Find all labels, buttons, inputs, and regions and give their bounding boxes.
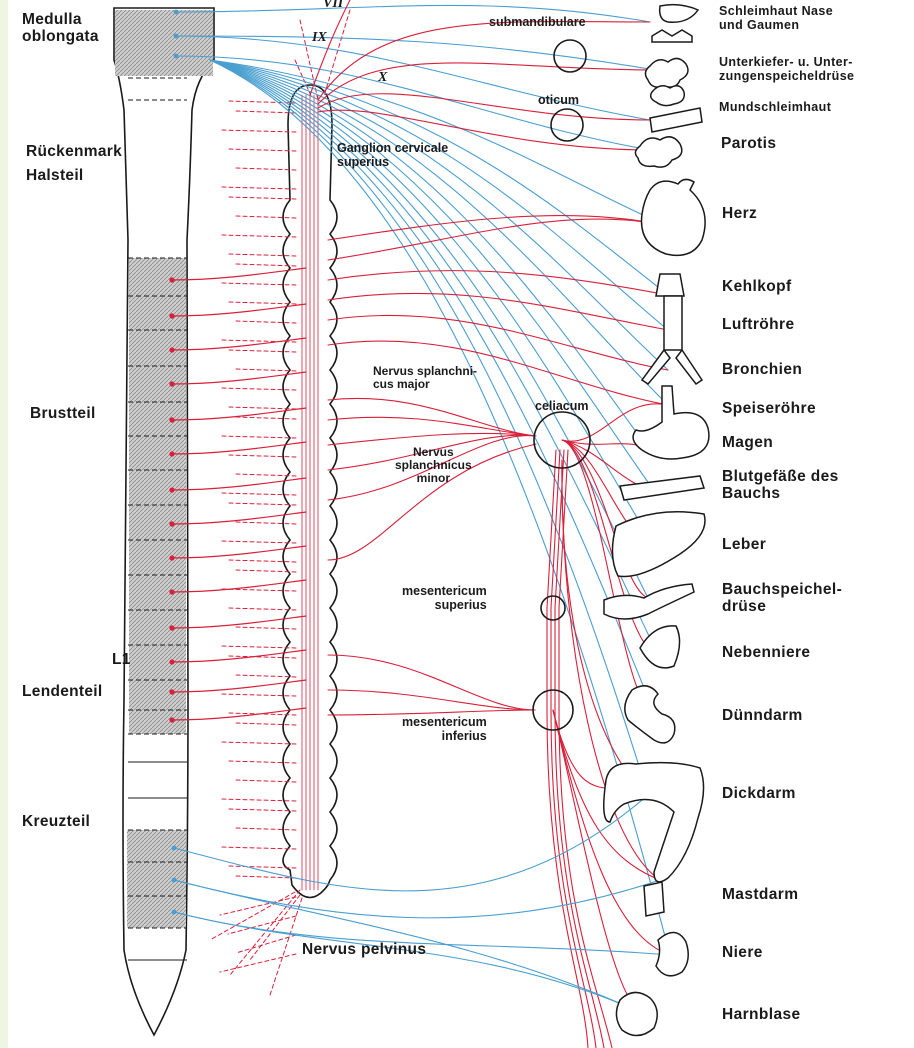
rectum-icon — [644, 882, 664, 916]
label-l1: L1 — [112, 652, 131, 669]
organ-label-large-intestine: Dickdarm — [722, 786, 796, 803]
label-nervus-splanchnicus-minor: Nervus splanchnicus minor — [395, 446, 472, 485]
organ-label-heart: Herz — [722, 206, 757, 223]
organ-label-parotid: Parotis — [721, 136, 776, 153]
cranial-nucleus-dot — [174, 54, 179, 59]
organ-label-trachea: Luftröhre — [722, 317, 794, 334]
organ-label-small-intestine: Dünndarm — [722, 708, 803, 725]
organ-label-abdominal-vessels: Blutgefäße des Bauchs — [722, 469, 839, 502]
label-nervus-pelvinus: Nervus pelvinus — [302, 942, 426, 959]
organ-label-larynx: Kehlkopf — [722, 279, 792, 296]
organ-label-urinary-bladder: Harnblase — [722, 1007, 801, 1024]
organ-label-adrenal-gland: Nebenniere — [722, 645, 810, 662]
label-cranial-vii: VII — [323, 0, 343, 11]
organ-label-rectum: Mastdarm — [722, 887, 798, 904]
organ-label-submandibular-sublingual-gland: Unterkiefer- u. Unter- zungenspeicheldrü… — [719, 56, 854, 83]
organ-label-stomach: Magen — [722, 435, 773, 452]
label-cranial-ix: IX — [312, 30, 327, 45]
label-ganglion-mesentericum-superius: mesentericum superius — [402, 585, 487, 612]
organ-label-oral-mucosa: Mundschleimhaut — [719, 101, 831, 115]
label-ganglion-cervicale-superius: Ganglion cervicale superius — [337, 142, 448, 169]
trachea-icon — [664, 296, 682, 350]
label-ganglion-submandibulare: submandibulare — [489, 16, 586, 30]
label-sacral: Kreuzteil — [22, 814, 90, 831]
medulla-hatch — [115, 10, 213, 76]
organ-label-pancreas: Bauchspeichel- drüse — [722, 582, 842, 615]
urinary-bladder-icon — [616, 992, 657, 1035]
label-ganglion-celiacum: celiacum — [535, 400, 589, 414]
label-ganglion-mesentericum-inferius: mesentericum inferius — [402, 716, 487, 743]
kidney-icon — [656, 932, 688, 975]
label-thoracic: Brustteil — [30, 406, 96, 423]
organ-label-liver: Leber — [722, 537, 766, 554]
cranial-nucleus-dot — [174, 34, 179, 39]
label-ganglion-oticum: oticum — [538, 94, 579, 108]
organ-label-kidney: Niere — [722, 945, 763, 962]
sublingual-gland-icon — [651, 86, 685, 106]
label-cranial-x: X — [378, 70, 387, 85]
label-lumbar: Lendenteil — [22, 684, 103, 701]
thoracic-hatch — [129, 258, 186, 734]
larynx-icon — [656, 274, 684, 296]
label-cervical: Rückenmark Halsteil — [26, 140, 122, 188]
label-nervus-splanchnicus-major: Nervus splanchni- cus major — [373, 365, 477, 391]
cranial-nucleus-dot — [174, 10, 179, 15]
organ-label-bronchi: Bronchien — [722, 362, 802, 379]
label-medulla-oblongata: Medulla oblongata — [22, 12, 99, 45]
organ-label-nasal-palatal-mucosa: Schleimhaut Nase und Gaumen — [719, 5, 833, 32]
organ-label-esophagus: Speiseröhre — [722, 401, 816, 418]
